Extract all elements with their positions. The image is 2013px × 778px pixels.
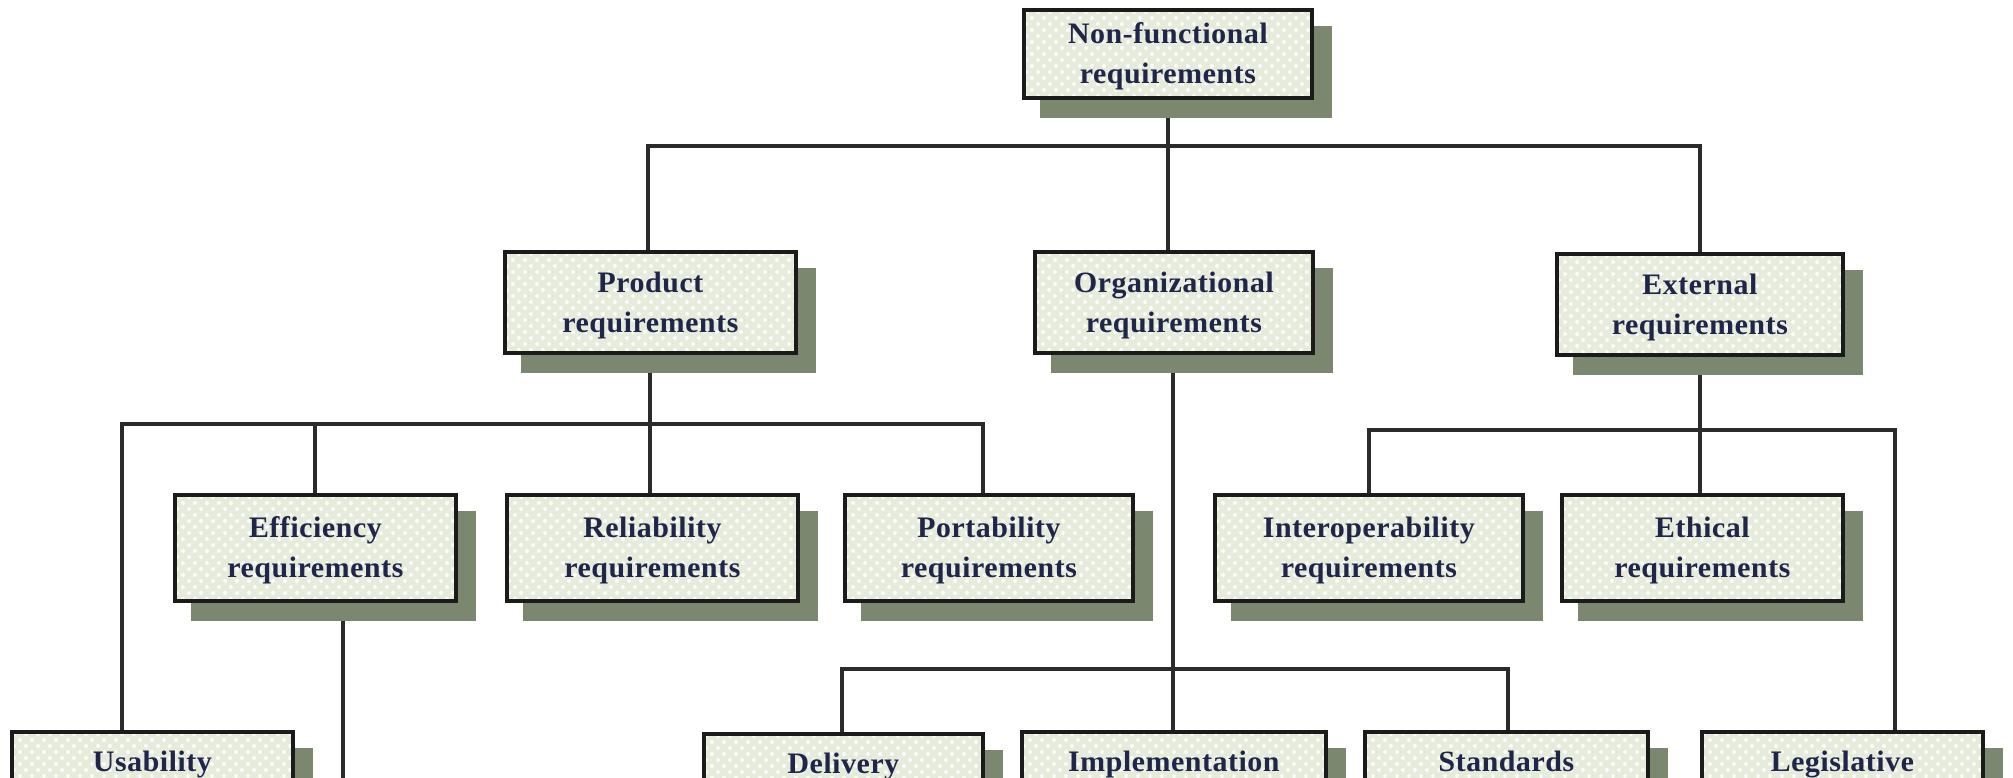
node-implementation: Implementation [1020, 730, 1328, 778]
node-label: Reliability [583, 511, 722, 544]
organizational-bus [840, 667, 1510, 671]
drop-to-portability [981, 424, 985, 493]
organizational-drop [1171, 355, 1175, 669]
product-drop [648, 355, 652, 424]
drop-to-legislative [1893, 430, 1897, 732]
drop-to-efficiency [313, 424, 317, 493]
node-label: Implementation [1068, 745, 1280, 778]
external-drop [1698, 357, 1702, 430]
drop-to-product [646, 146, 650, 250]
drop-to-standards [1506, 669, 1510, 732]
node-non-functional-requirements: Non-functional requirements [1022, 8, 1314, 100]
node-label: requirements [1079, 57, 1257, 90]
drop-to-organizational [1166, 146, 1170, 250]
drop-to-ethical [1698, 430, 1702, 493]
node-product-requirements: Product requirements [503, 250, 798, 355]
node-label: requirements [1611, 307, 1789, 341]
drop-to-implementation [1171, 669, 1175, 732]
node-legislative: Legislative [1700, 730, 1985, 778]
node-label: Usability [92, 745, 213, 778]
root-drop [1166, 100, 1170, 146]
node-efficiency-requirements: Efficiency requirements [173, 493, 458, 603]
drop-to-usability [120, 424, 124, 732]
node-label: requirements [564, 551, 741, 584]
node-label: Efficiency [248, 511, 383, 544]
node-portability-requirements: Portability requirements [843, 493, 1135, 603]
node-ethical-requirements: Ethical requirements [1560, 493, 1845, 603]
node-organizational-requirements: Organizational requirements [1033, 250, 1315, 355]
product-bus [120, 422, 985, 426]
node-label: Product [597, 265, 704, 299]
node-delivery: Delivery [702, 732, 985, 778]
node-label: requirements [1280, 551, 1458, 584]
node-label: Standards [1438, 745, 1575, 778]
external-bus [1367, 428, 1897, 432]
node-label: Delivery [787, 747, 900, 778]
node-label: requirements [1085, 305, 1263, 339]
node-standards: Standards [1363, 730, 1650, 778]
efficiency-children-drop [341, 603, 345, 778]
node-reliability-requirements: Reliability requirements [505, 493, 800, 603]
drop-to-reliability [648, 424, 652, 493]
node-label: Interoperability [1262, 511, 1476, 544]
drop-to-interoperability [1367, 430, 1371, 493]
drop-to-external [1698, 146, 1702, 252]
node-label: requirements [227, 551, 404, 584]
level1-bus [646, 144, 1702, 148]
node-label: requirements [900, 551, 1078, 584]
node-label: requirements [1614, 551, 1791, 584]
node-label: Portability [917, 511, 1061, 544]
drop-to-delivery [840, 669, 844, 734]
node-label: External [1642, 267, 1758, 301]
node-usability: Usability [10, 730, 295, 778]
node-external-requirements: External requirements [1555, 252, 1845, 357]
node-label: requirements [562, 305, 739, 339]
node-label: Organizational [1073, 265, 1275, 299]
node-label: Legislative [1770, 745, 1915, 778]
node-interoperability-requirements: Interoperability requirements [1213, 493, 1525, 603]
node-label: Non-functional [1067, 17, 1269, 50]
node-label: Ethical [1654, 511, 1751, 544]
